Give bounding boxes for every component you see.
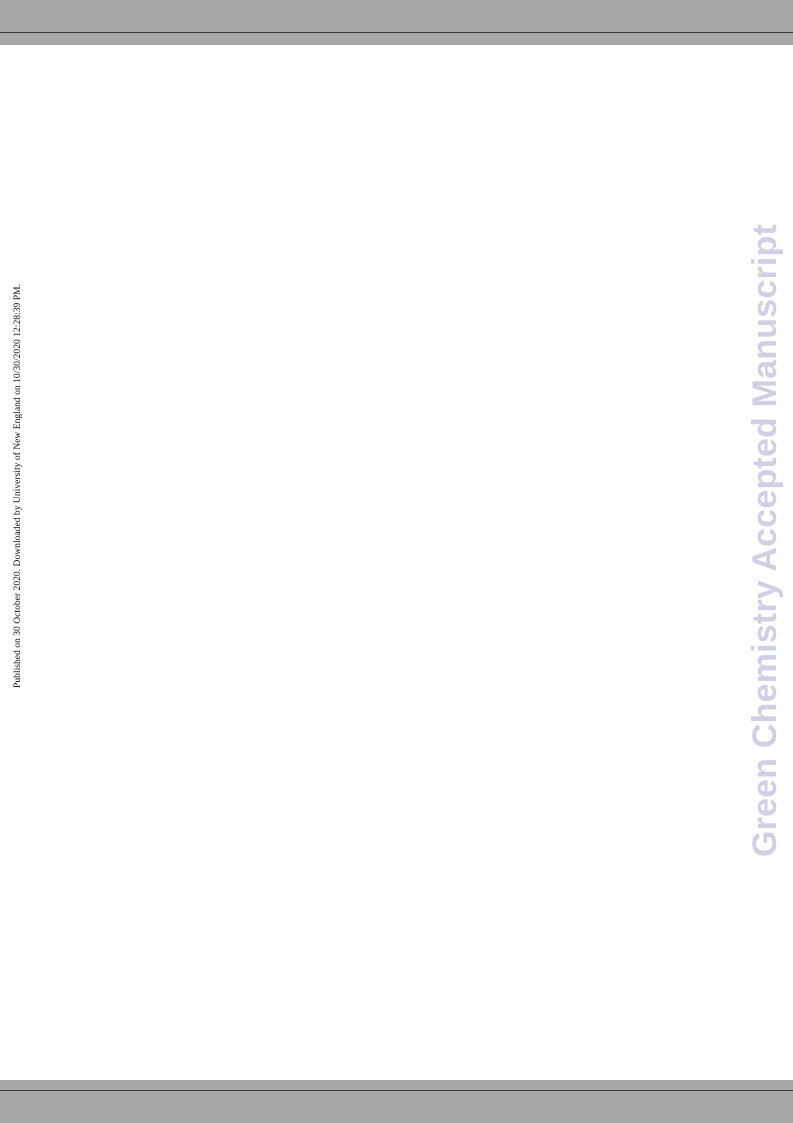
accepted-manuscript-watermark: Green Chemistry Accepted Manuscript: [746, 224, 784, 857]
header-rule: [0, 32, 793, 33]
footer-rule: [0, 1090, 793, 1091]
watermark-text: Green Chemistry Accepted Manuscript: [746, 223, 784, 857]
download-notice-text: Published on 30 October 2020. Downloaded…: [12, 284, 23, 688]
download-notice: Published on 30 October 2020. Downloaded…: [12, 268, 23, 688]
header-band: [0, 0, 793, 45]
footer-band: [0, 1080, 793, 1123]
